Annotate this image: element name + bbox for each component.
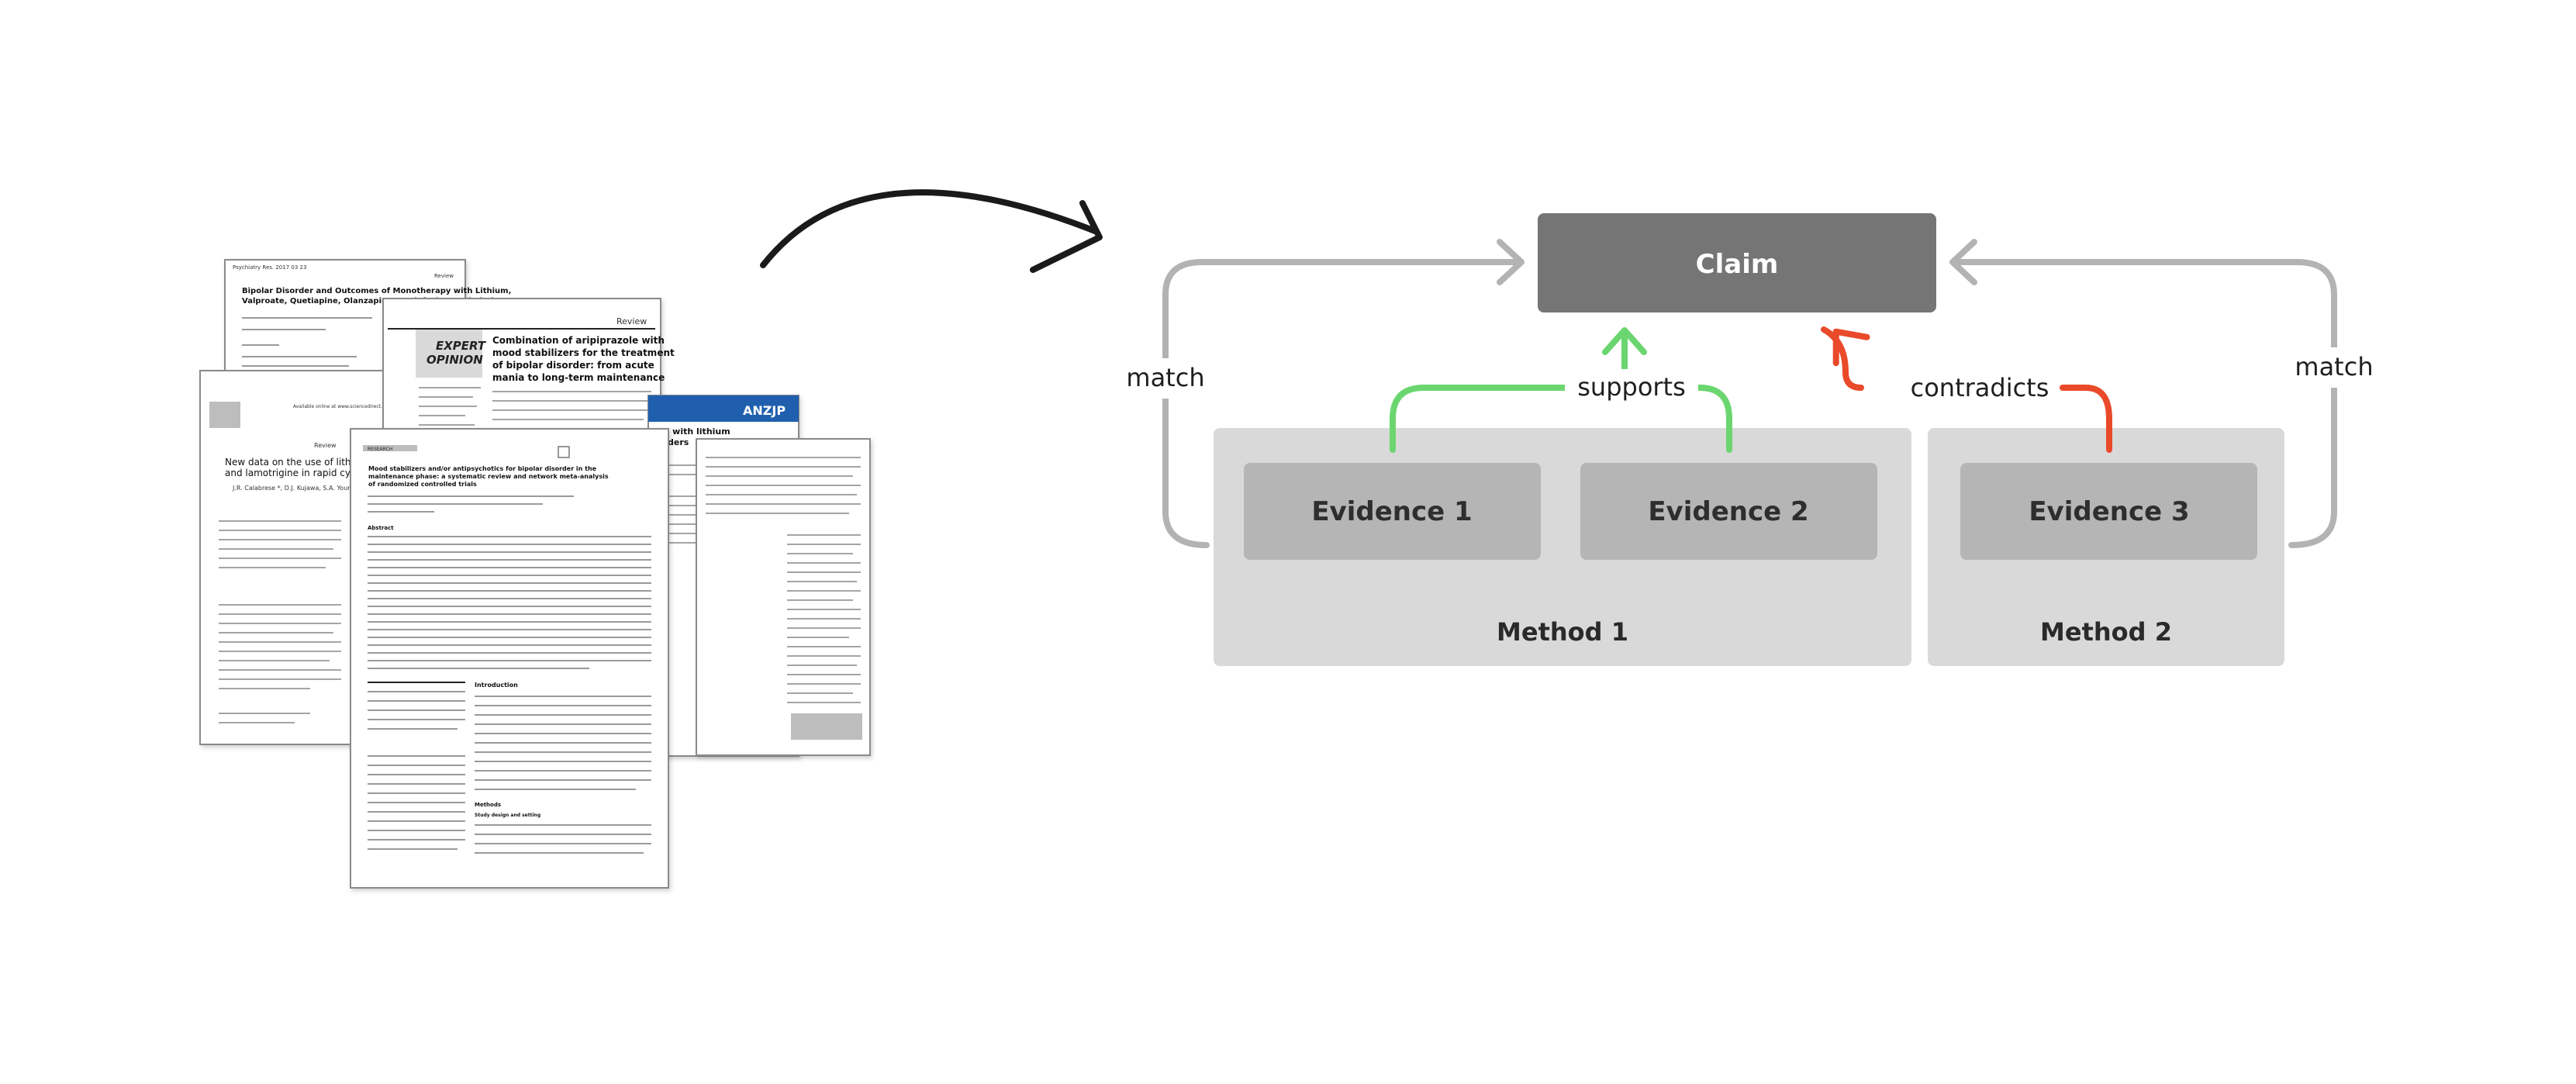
- svg-text:OPINION: OPINION: [426, 353, 483, 367]
- paper-title-line-2: Valproate, Quetiapine, Olanzapine, Venla…: [242, 297, 522, 306]
- paper-title-line-3: of bipolar disorder: from acute: [492, 360, 654, 371]
- flow-arrow: [760, 189, 1103, 273]
- contradicts-label: contradicts: [1911, 373, 2049, 402]
- open-access-icon: [558, 446, 570, 458]
- paper-anzjp-page: [696, 438, 871, 756]
- paper-title-line-4: mania to long-term maintenance: [492, 372, 665, 383]
- match-left-arrowhead-icon: [1497, 239, 1525, 285]
- journal-header-bar: [648, 395, 799, 422]
- paper-title-line-2: mood stabilizers for the treatment: [492, 347, 675, 358]
- paper-journal-line: Available online at www.sciencedirect.co…: [293, 404, 392, 409]
- paper-badge: Review: [314, 442, 337, 449]
- match-right-relation: match: [1949, 239, 2381, 548]
- svg-text:EXPERT: EXPERT: [436, 339, 487, 353]
- evidence-box-3: Evidence 3: [1960, 463, 2257, 560]
- paper-journal-line: Psychiatry Res. 2017 03 23: [233, 264, 306, 271]
- paper-heading-introduction: Introduction: [475, 682, 518, 689]
- expert-opinion-badge: [416, 330, 482, 378]
- contradicts-arrowhead-icon: [1832, 328, 1870, 367]
- supports-relation: supports: [1390, 327, 1732, 453]
- paper-stack: Psychiatry Res. 2017 03 23 Review Bipola…: [199, 259, 871, 889]
- paper-heading-methods: Methods: [475, 802, 501, 808]
- evidence-box-2: Evidence 2: [1580, 463, 1877, 560]
- paper-title-line-3: of randomized controlled trials: [368, 481, 477, 488]
- paper-authors: J.R. Calabrese *, D.J. Kujawa, S.A. Youn…: [232, 485, 393, 492]
- evidence-label-2: Evidence 2: [1648, 496, 1808, 527]
- evidence-label-3: Evidence 3: [2029, 496, 2189, 527]
- contradicts-relation: contradicts: [1821, 326, 2112, 453]
- paper-journal-tag: ANZJP: [743, 403, 786, 418]
- paper-section: RESEARCH: [368, 447, 392, 452]
- arrowhead-icon: [1030, 200, 1103, 273]
- paper-title-line-1: Combination of aripiprazole with: [492, 335, 665, 346]
- match-right-label: match: [2295, 352, 2373, 381]
- paper-title-line-1: Bipolar Disorder and Outcomes of Monothe…: [242, 287, 511, 295]
- evidence-label-1: Evidence 1: [1311, 496, 1472, 527]
- paper-heading-study-design: Study design and setting: [475, 813, 540, 818]
- method-label-2: Method 2: [2040, 617, 2172, 647]
- paper-section: Review: [616, 316, 647, 326]
- match-right-arrowhead-icon: [1949, 239, 1977, 285]
- match-left-label: match: [1126, 363, 1204, 392]
- paper-title-line-2: maintenance phase: a systematic review a…: [368, 473, 609, 480]
- claim-box: Claim: [1538, 213, 1936, 312]
- paper-badge: Review: [434, 273, 454, 279]
- claim-label: Claim: [1696, 249, 1779, 280]
- supports-label: supports: [1577, 372, 1686, 402]
- match-left-relation: match: [1121, 239, 1525, 548]
- method-label-1: Method 1: [1497, 617, 1628, 647]
- supports-arrowhead-icon: [1602, 327, 1647, 355]
- evidence-box-1: Evidence 1: [1244, 463, 1541, 560]
- paper-heading-abstract: Abstract: [368, 525, 394, 531]
- paper-figure-block: [791, 713, 862, 740]
- paper-title-line-1: ed with lithium: [658, 426, 730, 437]
- paper-mood-stabilizers: RESEARCH Mood stabilizers and/or antipsy…: [350, 428, 669, 889]
- publisher-logo-icon: [209, 402, 240, 428]
- paper-title-line-1: Mood stabilizers and/or antipsychotics f…: [368, 465, 597, 472]
